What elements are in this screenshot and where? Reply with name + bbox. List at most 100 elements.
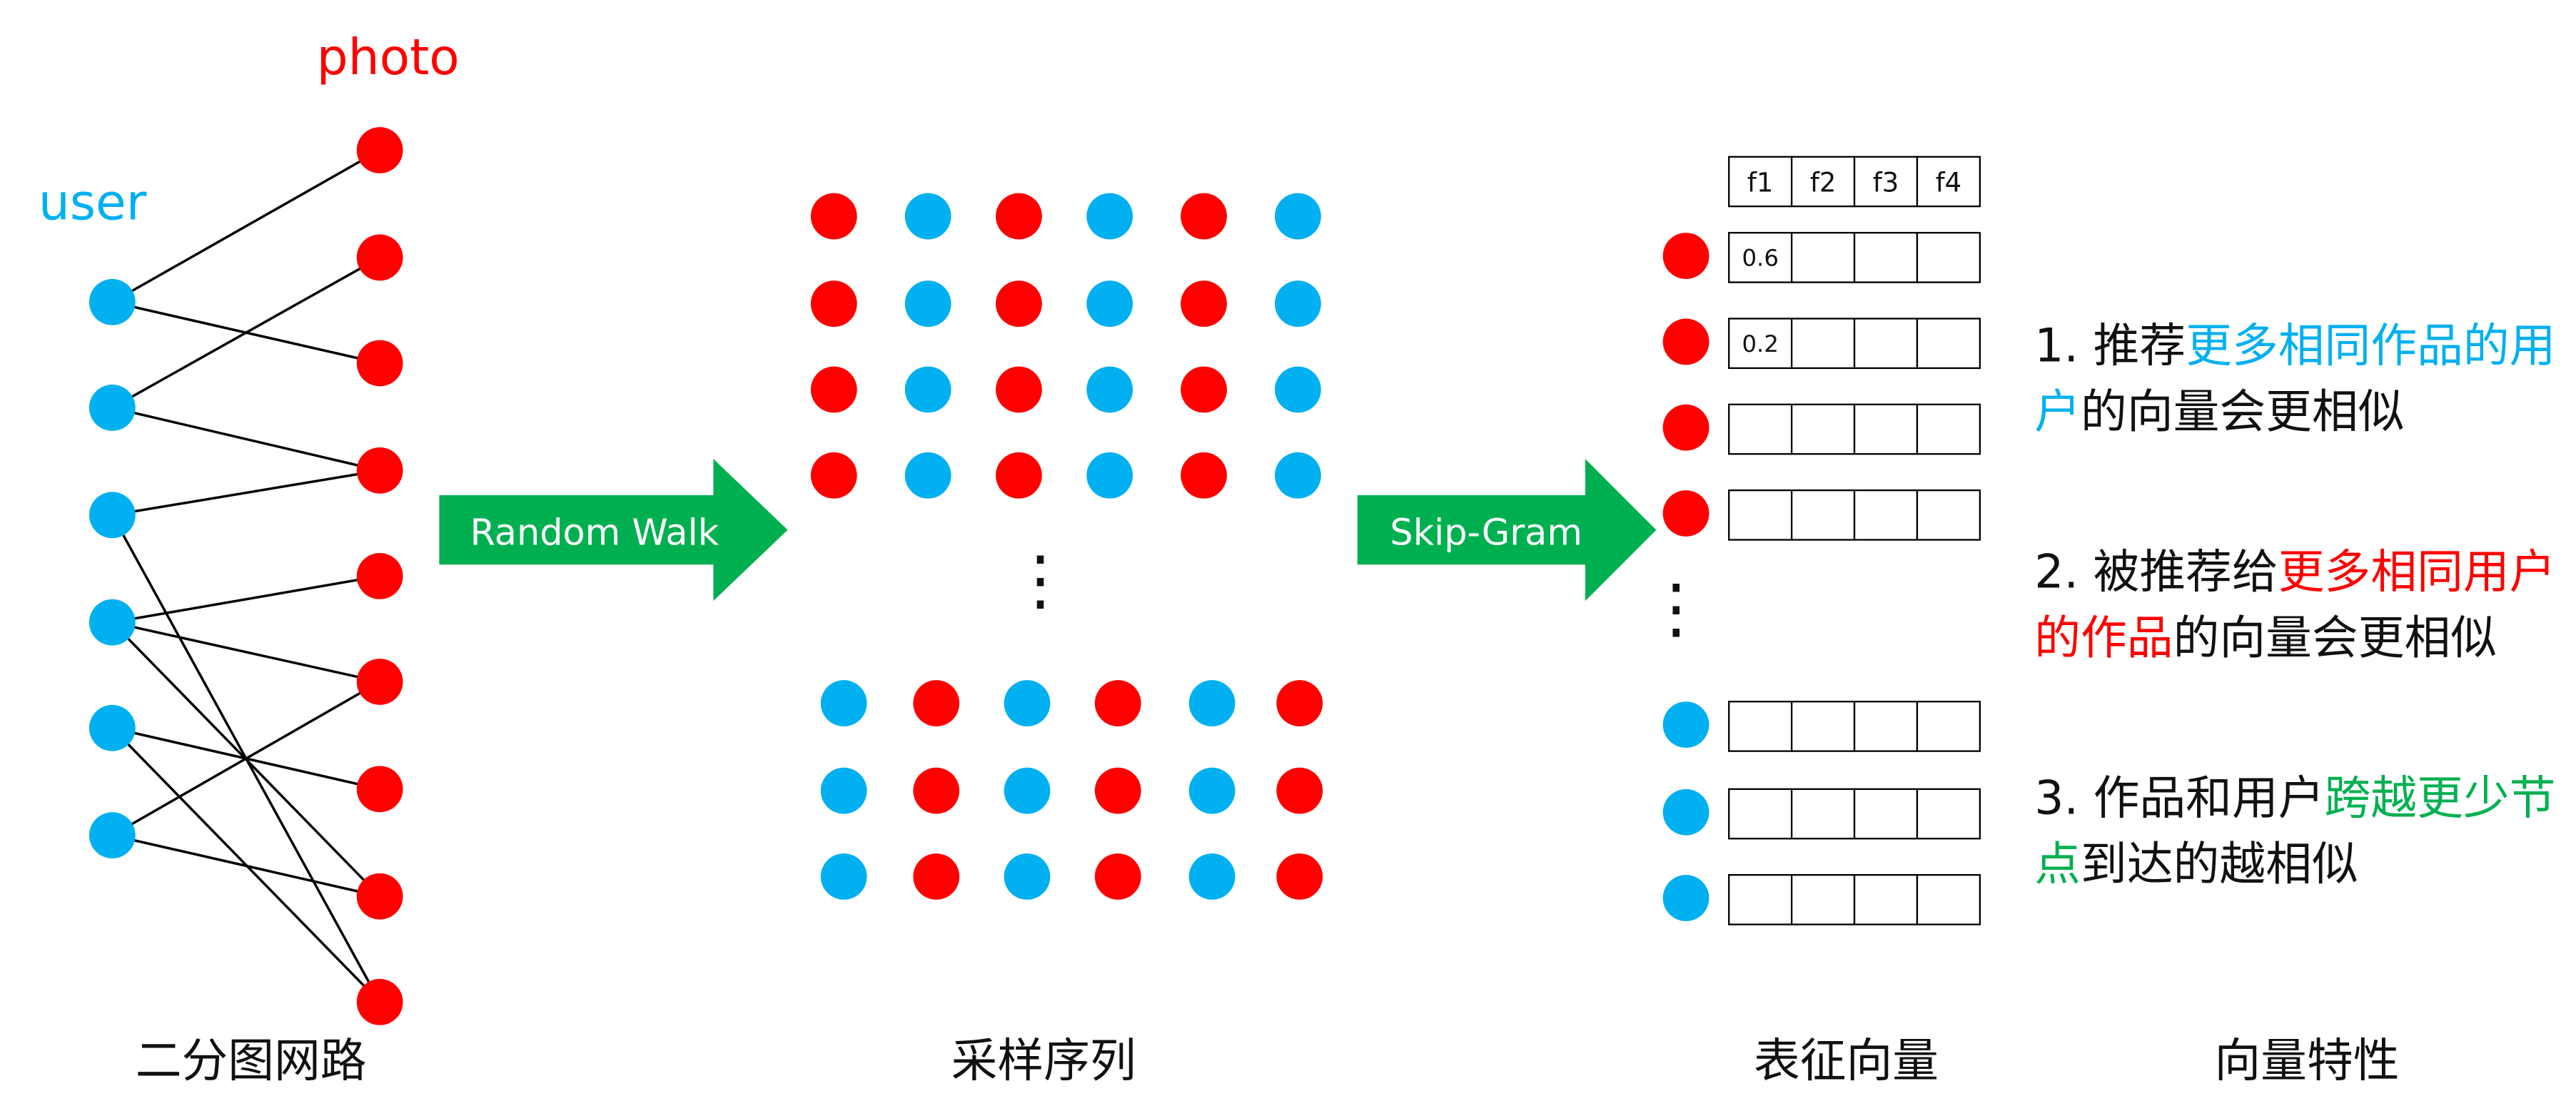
user-node	[89, 812, 136, 859]
user-sequence-node	[1086, 280, 1133, 328]
user-sequence-node	[1275, 280, 1321, 328]
user-sequence-node	[904, 452, 951, 499]
header-cell	[1728, 156, 1793, 208]
header-cell	[1916, 156, 1981, 208]
sequence-caption: 采样序列	[951, 1034, 1136, 1087]
user-embedding-node	[1662, 875, 1709, 921]
photo-node	[356, 127, 403, 173]
photo-node	[356, 553, 403, 599]
embedding-cell	[1916, 489, 1981, 541]
embedding-cell	[1790, 788, 1856, 840]
header-label: f2	[1810, 167, 1837, 198]
bipartite-edge	[111, 680, 380, 837]
embedding-value: 0.6	[1742, 244, 1778, 271]
embedding-cell	[1853, 788, 1919, 840]
photo-node	[356, 873, 403, 920]
user-sequence-node	[1086, 193, 1133, 240]
properties-caption: 向量特性	[2214, 1034, 2399, 1087]
photo-sequence-node	[1094, 853, 1141, 900]
sequence-ellipsis: ⋮	[1007, 541, 1074, 618]
embedding-cell	[1916, 403, 1981, 455]
bipartite-edge	[111, 833, 380, 898]
embedding-cell	[1728, 318, 1793, 370]
user-label: user	[39, 175, 147, 232]
user-sequence-node	[820, 680, 867, 726]
user-sequence-node	[1275, 452, 1321, 499]
embedding-cell	[1853, 318, 1919, 370]
property-1-seg-1: 1. 推荐	[2034, 318, 2186, 373]
bipartite-edges	[111, 149, 381, 1003]
embedding-cell	[1790, 873, 1856, 925]
property-2-seg-3: 的作品	[2034, 610, 2173, 666]
random-walk-arrow: Random Walk	[439, 459, 788, 602]
photo-sequence-node	[1276, 680, 1323, 726]
embedding-cell	[1916, 788, 1981, 840]
skip-gram-arrow: Skip-Gram	[1357, 459, 1657, 602]
user-sequence-node	[1188, 680, 1236, 726]
photo-node	[356, 447, 403, 494]
header-label: f3	[1873, 167, 1899, 198]
embedding-cell	[1790, 701, 1856, 752]
photo-embedding-node	[1662, 404, 1709, 451]
photo-node	[356, 659, 403, 705]
user-node	[89, 492, 136, 539]
property-2-line-2: 的作品的向量会更相似	[2034, 606, 2555, 672]
embedding-value: 0.2	[1742, 330, 1778, 357]
user-node	[89, 278, 136, 325]
bipartite-edge	[111, 406, 380, 472]
property-2-seg-1: 2. 被推荐给	[2034, 544, 2278, 599]
user-sequence-node	[1086, 452, 1133, 499]
photo-sequence-node	[913, 767, 960, 814]
embedding-cell	[1728, 489, 1793, 541]
photo-node	[356, 234, 403, 281]
photo-sequence-node	[1276, 853, 1323, 900]
photo-sequence-node	[996, 193, 1042, 240]
embedding-cell	[1790, 489, 1856, 541]
user-node	[89, 385, 136, 431]
photo-sequence-node	[1181, 366, 1227, 413]
random-walk-label: Random Walk	[470, 512, 719, 554]
embedding-ellipsis: ⋮	[1643, 569, 1709, 646]
photo-sequence-node	[1181, 280, 1227, 328]
user-sequence-node	[1275, 193, 1321, 240]
bipartite-caption: 二分图网路	[136, 1034, 367, 1087]
photo-node	[356, 340, 403, 387]
property-1: 1. 推荐更多相同作品的用 户的向量会更相似	[2034, 314, 2555, 446]
embedding-cell	[1916, 318, 1981, 370]
property-2-seg-2: 更多相同用户	[2278, 544, 2556, 599]
property-3-seg-2: 跨越更少节	[2324, 771, 2556, 826]
skip-gram-label: Skip-Gram	[1390, 512, 1582, 554]
user-sequence-node	[904, 280, 951, 328]
embedding-cell	[1916, 873, 1981, 925]
photo-sequence-node	[996, 366, 1042, 413]
embedding-cell	[1853, 873, 1919, 925]
user-sequence-node	[1004, 767, 1051, 814]
property-1-line-2: 户的向量会更相似	[2034, 380, 2555, 446]
photo-sequence-node	[810, 452, 857, 499]
user-sequence-node	[1275, 366, 1321, 413]
embedding-cell	[1790, 318, 1856, 370]
photo-sequence-node	[810, 193, 857, 240]
property-2-line-1: 2. 被推荐给更多相同用户	[2034, 540, 2555, 607]
embedding-cell	[1790, 403, 1856, 455]
property-1-seg-4: 的向量会更相似	[2081, 385, 2405, 440]
bipartite-edge	[112, 469, 380, 517]
user-sequence-node	[904, 193, 951, 240]
user-sequence-node	[1086, 366, 1133, 413]
property-3-seg-4: 到达的越相似	[2081, 836, 2358, 892]
embedding-cell	[1916, 701, 1981, 752]
property-3-line-2: 点到达的越相似	[2034, 832, 2555, 898]
property-2: 2. 被推荐给更多相同用户 的作品的向量会更相似	[2034, 540, 2555, 672]
embedding-cell	[1728, 701, 1793, 752]
photo-sequence-node	[913, 853, 960, 900]
property-1-line-1: 1. 推荐更多相同作品的用	[2034, 314, 2555, 380]
embedding-cell	[1728, 788, 1793, 840]
user-sequence-node	[820, 853, 867, 900]
user-sequence-node	[820, 767, 867, 814]
user-sequence-node	[1004, 680, 1051, 726]
user-sequence-node	[1188, 767, 1236, 814]
bipartite-edge	[111, 149, 380, 303]
